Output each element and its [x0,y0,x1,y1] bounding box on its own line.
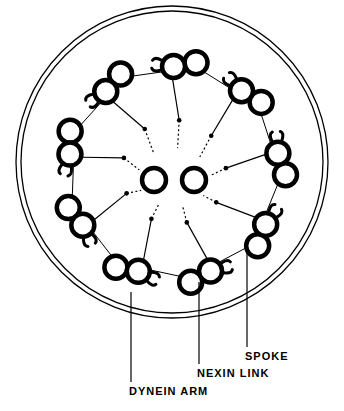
sheath-projection [151,205,158,219]
radial-spoke [112,101,144,129]
dynein-arm [223,78,229,85]
callout-label: SPOKE [244,350,290,363]
callout-label: DYNEIN ARM [128,385,209,398]
dynein-arm [229,72,236,78]
dynein-arm [153,58,162,60]
callout-label: NEXIN LINK [196,367,270,380]
central-tubule [182,168,206,192]
sheath-projection [127,190,142,193]
dynein-arm [152,272,160,277]
membrane [21,11,323,313]
leader-line [198,282,199,364]
dynein-arm [221,260,230,263]
leader-line [246,244,247,347]
doublet-tubule [59,120,82,143]
sheath-projection [203,196,216,203]
dynein-arm [90,103,98,108]
sheath-projection [210,168,226,176]
doublet-tubule [71,214,94,237]
dynein-arm [86,94,93,100]
doublet-tubule [104,256,127,279]
membrane [16,6,328,318]
dynein-arm [59,165,62,174]
dynein-arm [224,270,232,273]
dynein-arm [83,239,88,247]
dynein-arm [147,281,156,285]
sheath-projection [178,120,180,148]
dynein-arm [280,131,283,140]
dynein-arm [270,132,272,141]
radial-spoke [81,157,124,159]
sheath-projection [183,207,187,222]
radial-spoke [143,219,151,261]
radial-spoke [226,154,267,168]
doublet-tubule [127,260,150,283]
doublet-tubule [199,260,222,283]
radial-spoke [216,202,256,217]
dynein-arm [68,168,72,176]
doublet-tubule [162,55,185,78]
doublet-tubule [185,51,208,74]
dynein-arm [152,68,161,71]
leader-line [130,292,131,382]
doublet-tubule [58,143,81,166]
dynein-arm [269,205,275,212]
doublet-tubule [230,79,253,102]
doublet-tubule [254,213,277,236]
radial-spoke [93,193,126,220]
doublet-tubule [266,142,289,165]
radial-spoke [211,99,233,136]
dynein-arm [277,209,282,217]
central-tubule [142,168,166,192]
dynein-arm [92,235,96,244]
doublet-tubule [94,80,117,103]
radial-spoke [172,78,179,120]
sheath-projection [124,158,139,170]
sheath-projection [200,136,211,157]
radial-spoke [187,222,208,260]
sheath-projection [145,129,154,153]
